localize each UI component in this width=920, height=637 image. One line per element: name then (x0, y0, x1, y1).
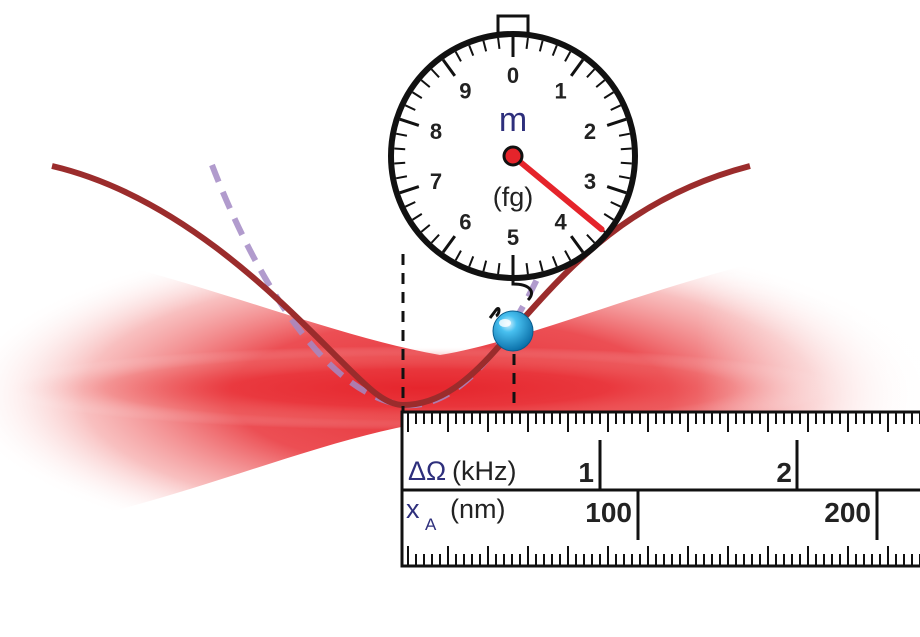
gauge-number: 2 (584, 119, 596, 144)
gauge-ticks (394, 37, 632, 275)
gauge-minor-tick (404, 104, 416, 111)
gauge-minor-tick (620, 161, 632, 165)
gauge-minor-tick (468, 44, 475, 56)
gauge-minor-tick (620, 147, 632, 151)
ruler-top-tick-1: 1 (578, 457, 594, 488)
gauge-major-tick (606, 185, 627, 195)
gauge-number: 0 (507, 63, 519, 88)
gauge-minor-tick (430, 234, 440, 244)
gauge-major-tick (569, 235, 585, 254)
gauge-minor-tick (468, 256, 475, 268)
gauge-needle (510, 153, 605, 233)
gauge-minor-tick (497, 37, 501, 49)
ruler-ticks (407, 412, 920, 566)
ruler-bottom-subscript: A (425, 515, 437, 534)
ruler-bottom-symbol: x (406, 494, 420, 524)
needle-hub (502, 145, 524, 167)
ruler-top-unit: (kHz) (452, 456, 516, 486)
gauge-minor-tick (551, 256, 558, 268)
gauge-minor-tick (482, 260, 488, 272)
gauge-minor-tick (564, 250, 572, 261)
gauge-minor-tick (603, 91, 615, 99)
gauge-major-tick (569, 58, 585, 77)
gauge-minor-tick (538, 40, 544, 52)
gauge-minor-tick (586, 234, 596, 244)
gauge-major-tick (399, 117, 420, 127)
gauge-minor-tick (454, 250, 462, 261)
trapped-particle (492, 310, 534, 352)
gauge-major-tick (606, 117, 627, 127)
ruler-top-tick-2: 2 (776, 457, 792, 488)
gauge-number: 7 (430, 169, 442, 194)
gauge-minor-tick (525, 37, 529, 49)
gauge-minor-tick (411, 91, 423, 99)
calibration-ruler: ΔΩ (kHz) 1 2 x A (nm) 100 200 (400, 410, 920, 568)
gauge-minor-tick (395, 132, 408, 137)
gauge-minor-tick (595, 79, 606, 88)
gauge-number: 9 (459, 78, 471, 103)
ruler-bottom-tick-2: 200 (824, 497, 871, 528)
gauge-minor-tick (603, 213, 615, 221)
gauge-major-tick (441, 235, 457, 254)
gauge-minor-tick (482, 40, 488, 52)
gauge-minor-tick (394, 147, 406, 151)
gauge-minor-tick (404, 201, 416, 208)
gauge-minor-tick (610, 104, 622, 111)
gauge-major-tick (399, 185, 420, 195)
gauge-minor-tick (538, 260, 544, 272)
gauge-minor-tick (454, 51, 462, 62)
gauge-number: 6 (459, 210, 471, 235)
gauge-minor-tick (610, 201, 622, 208)
gauge-minor-tick (497, 263, 501, 275)
ruler-bottom-unit: (nm) (450, 494, 506, 524)
gauge-number: 3 (584, 169, 596, 194)
gauge-minor-tick (618, 132, 631, 137)
particle-highlight (499, 319, 511, 327)
gauge-minor-tick (411, 213, 423, 221)
gauge-minor-tick (586, 68, 596, 78)
gauge-major-tick (441, 58, 457, 77)
gauge-minor-tick (420, 224, 431, 233)
gauge-minor-tick (618, 175, 631, 180)
mass-gauge: 0 12 34 5 67 89 m (fg) (388, 14, 638, 281)
gauge-number: 8 (430, 119, 442, 144)
gauge-minor-tick (430, 68, 440, 78)
gauge-minor-tick (394, 161, 406, 165)
gauge-number: 4 (554, 210, 567, 235)
gauge-minor-tick (395, 175, 408, 180)
gauge-unit: (fg) (493, 182, 534, 212)
ruler-bottom-tick-1: 100 (585, 497, 632, 528)
gauge-numbers: 0 12 34 5 67 89 (430, 63, 596, 250)
gauge-minor-tick (525, 263, 529, 275)
ruler-top-symbol: ΔΩ (408, 456, 446, 486)
gauge-minor-tick (420, 79, 431, 88)
gauge-hook (488, 276, 533, 319)
gauge-number: 1 (554, 78, 566, 103)
gauge-symbol: m (499, 101, 527, 139)
gauge-number: 5 (507, 225, 519, 250)
gauge-minor-tick (551, 44, 558, 56)
gauge-minor-tick (564, 51, 572, 62)
